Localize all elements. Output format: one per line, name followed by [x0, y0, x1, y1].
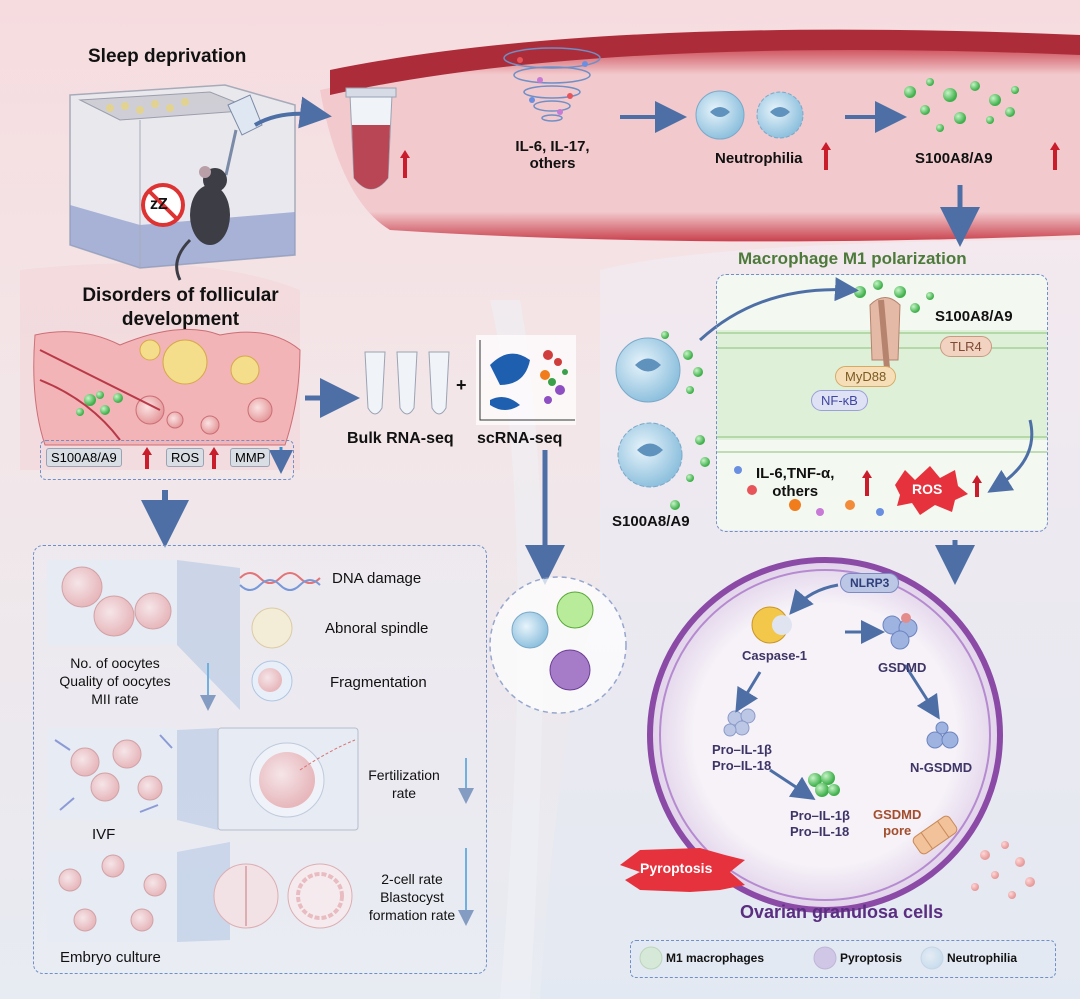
s100-left-label: S100A8/A9: [612, 513, 690, 530]
pro-il-label-1: Pro–IL-1β Pro–IL-18: [712, 742, 772, 773]
zzz-icon: zZ: [150, 196, 168, 213]
follicle-title: Disorders of follicular development: [82, 285, 279, 330]
follicle-tag-box: [40, 440, 294, 480]
legend-box: [630, 940, 1056, 978]
legend-m1: M1 macrophages: [666, 951, 765, 965]
tag-ros: ROS: [166, 448, 205, 467]
ivf-label: IVF: [92, 826, 116, 843]
macrophage-cytokines-label: IL-6,TNF-α, others: [756, 465, 835, 500]
macrophage-title: Macrophage M1 polarization: [738, 249, 967, 268]
tag-mmp: MMP: [230, 448, 271, 467]
dna-damage-label: DNA damage: [332, 570, 422, 587]
gsdmd-pore-label: GSDMD pore: [873, 807, 922, 838]
legend-neutrophilia: Neutrophilia: [947, 951, 1018, 965]
fragmentation-label: Fragmentation: [330, 674, 427, 691]
legend-pyroptosis: Pyroptosis: [840, 951, 903, 965]
abnormal-spindle-label: Abnoral spindle: [325, 620, 429, 637]
oocyte-panel: [33, 545, 487, 974]
caspase-label: Caspase-1: [742, 648, 808, 663]
s100-top-label: S100A8/A9: [915, 150, 993, 167]
tag-s100: S100A8/A9: [46, 448, 122, 467]
embryo-culture-label: Embryo culture: [60, 949, 161, 966]
fertilization-rate-label: Fertilization rate: [368, 767, 440, 801]
bulk-rnaseq-label: Bulk RNA-seq: [347, 430, 454, 447]
tlr4-label: TLR4: [940, 336, 992, 357]
n-gsdmd-label: N-GSDMD: [910, 760, 973, 775]
nlrp3-label: NLRP3: [840, 573, 900, 593]
plus-sign: +: [456, 375, 467, 395]
embryo-metrics-label: 2-cell rate Blastocyst formation rate: [368, 871, 456, 923]
macrophage-box: [716, 274, 1048, 532]
cytokines-label: IL-6, IL-17, others: [515, 138, 590, 172]
sleep-deprivation-title: Sleep deprivation: [88, 46, 247, 67]
pyroptosis-burst-label: Pyroptosis: [640, 860, 713, 876]
pro-il-label-2: Pro–IL-1β Pro–IL-18: [790, 808, 850, 839]
nfkb-label: NF-κB: [811, 390, 868, 411]
gsdmd-label: GSDMD: [878, 660, 927, 675]
ros-burst-label: ROS: [912, 481, 943, 497]
granulosa-cell-label: Ovarian granulosa cells: [740, 902, 944, 922]
oocyte-metrics-label: No. of oocytes Quality of oocytes MII ra…: [59, 655, 171, 707]
myd88-label: MyD88: [835, 366, 897, 387]
scrnaseq-label: scRNA-seq: [477, 430, 563, 447]
neutrophilia-label: Neutrophilia: [715, 150, 803, 167]
s100-receptor-label: S100A8/A9: [935, 308, 1013, 325]
